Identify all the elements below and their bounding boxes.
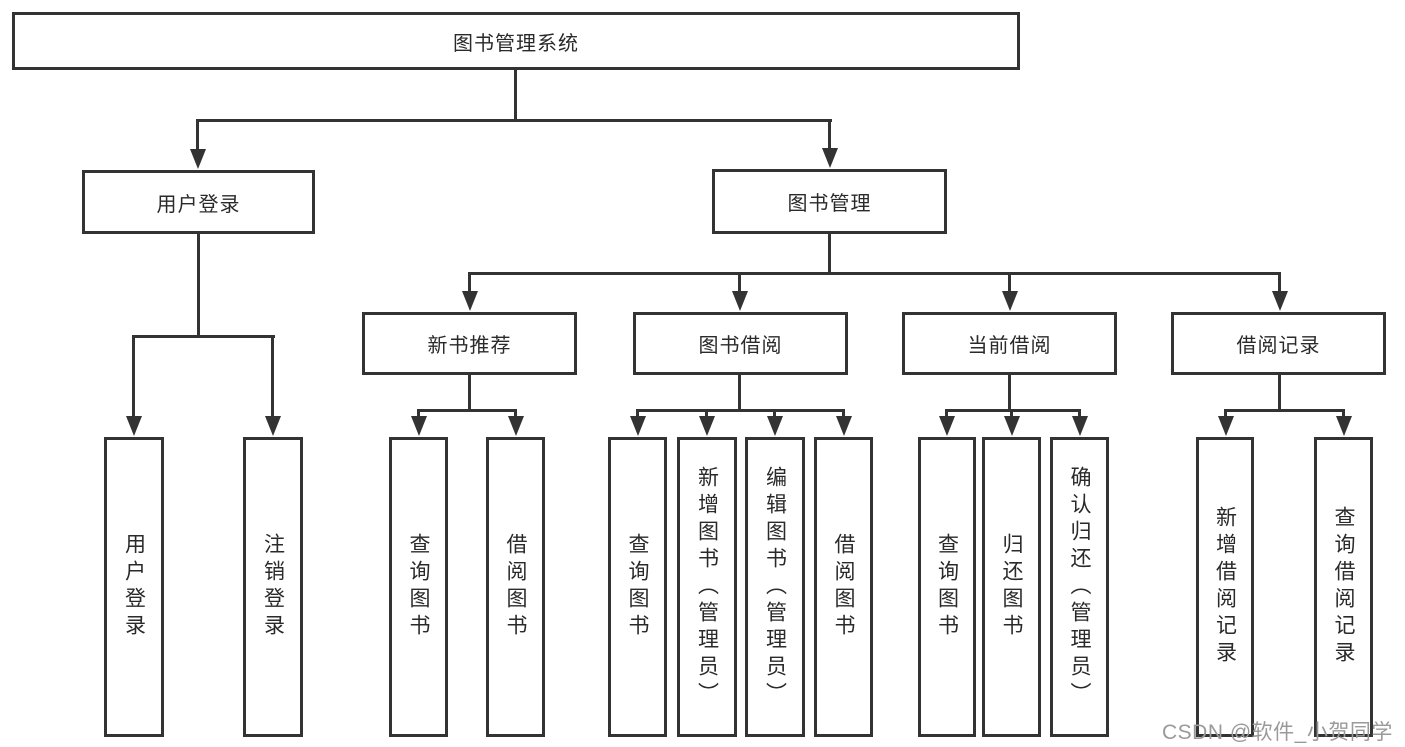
- leaf-borrow-books-recommend: 借阅图书: [486, 437, 545, 737]
- arrowhead-down: [411, 416, 427, 436]
- connector-shaft: [705, 409, 708, 417]
- arrowhead-down: [1004, 416, 1020, 436]
- connector-shaft: [773, 409, 776, 417]
- connector-shaft: [828, 119, 831, 149]
- arrowhead-down: [265, 416, 281, 436]
- arrowhead-down: [822, 148, 838, 168]
- leaf-query-borrow-record: 查询借阅记录: [1314, 437, 1373, 737]
- connector-branch-borrow: [636, 409, 844, 412]
- connector-branch-mgmt: [469, 272, 1281, 275]
- connector-stem-records: [1278, 375, 1281, 412]
- node-library-system: 图书管理系统: [12, 12, 1020, 70]
- connector-shaft: [738, 272, 741, 291]
- leaf-query-books-current: 查询图书: [918, 437, 976, 737]
- leaf-edit-books-admin: 编辑图书（管理员）: [745, 437, 805, 737]
- connector-shaft: [636, 409, 639, 417]
- leaf-logout: 注销登录: [243, 437, 303, 737]
- node-book-borrow: 图书借阅: [633, 312, 848, 375]
- connector-shaft: [1008, 272, 1011, 291]
- arrowhead-down: [1218, 416, 1234, 436]
- connector-shaft: [1010, 409, 1013, 417]
- connector-shaft: [1224, 409, 1227, 417]
- leaf-query-books-recommend: 查询图书: [389, 437, 448, 737]
- connector-stem-root: [514, 70, 517, 122]
- connector-shaft: [842, 409, 845, 417]
- connector-stem-recommend: [468, 375, 471, 412]
- connector-shaft: [196, 119, 199, 149]
- connector-shaft: [1342, 409, 1345, 417]
- node-current-borrow: 当前借阅: [902, 312, 1117, 375]
- connector-shaft: [417, 409, 420, 417]
- node-user-login: 用户登录: [82, 170, 315, 234]
- leaf-confirm-return-admin: 确认归还（管理员）: [1050, 437, 1109, 737]
- leaf-return-books: 归还图书: [982, 437, 1041, 737]
- arrowhead-down: [462, 291, 478, 311]
- arrowhead-down: [126, 416, 142, 436]
- connector-shaft: [514, 409, 517, 417]
- leaf-query-books-borrow: 查询图书: [608, 437, 667, 737]
- arrowhead-down: [732, 291, 748, 311]
- connector-stem-login: [197, 234, 200, 338]
- arrowhead-down: [767, 416, 783, 436]
- node-new-book-recommend: 新书推荐: [362, 312, 577, 375]
- arrowhead-down: [699, 416, 715, 436]
- arrowhead-down: [836, 416, 852, 436]
- connector-shaft: [468, 272, 471, 291]
- arrowhead-down: [1272, 291, 1288, 311]
- arrowhead-down: [1002, 291, 1018, 311]
- leaf-add-borrow-record: 新增借阅记录: [1196, 437, 1254, 737]
- arrowhead-down: [1336, 416, 1352, 436]
- leaf-user-login: 用户登录: [104, 437, 164, 737]
- leaf-add-books-admin: 新增图书（管理员）: [677, 437, 737, 737]
- leaf-borrow-books: 借阅图书: [814, 437, 873, 737]
- arrowhead-down: [630, 416, 646, 436]
- connector-stem-current: [1008, 375, 1011, 412]
- connector-branch-level1: [197, 119, 832, 122]
- connector-shaft: [1078, 409, 1081, 417]
- node-borrow-records: 借阅记录: [1171, 312, 1386, 375]
- connector-branch-records: [1224, 409, 1344, 412]
- connector-shaft: [1278, 272, 1281, 291]
- arrowhead-down: [939, 416, 955, 436]
- connector-branch-recommend: [417, 409, 517, 412]
- connector-branch-login: [133, 335, 275, 338]
- node-book-management: 图书管理: [712, 169, 947, 234]
- connector-shaft: [945, 409, 948, 417]
- connector-stem-borrow: [738, 375, 741, 412]
- arrowhead-down: [508, 416, 524, 436]
- connector-shaft: [271, 335, 274, 416]
- arrowhead-down: [190, 149, 206, 169]
- arrowhead-down: [1072, 416, 1088, 436]
- connector-shaft: [132, 335, 135, 416]
- csdn-watermark: CSDN @软件_小贺同学: [1162, 721, 1393, 744]
- connector-stem-mgmt: [828, 234, 831, 275]
